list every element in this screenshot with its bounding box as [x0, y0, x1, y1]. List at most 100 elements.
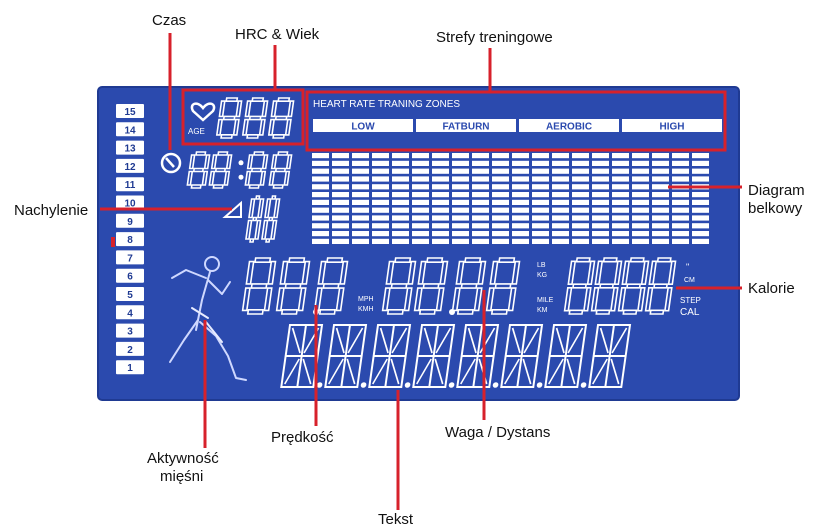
- label-waga-dystans: Waga / Dystans: [445, 424, 551, 441]
- speed-digit: [275, 257, 311, 315]
- text-segment-cell: [500, 324, 544, 388]
- distance-digit: [485, 257, 521, 315]
- text-segment-cell: [456, 324, 500, 388]
- distance-unit-mile: MILE: [537, 297, 554, 304]
- label-aktywnosc-2: mięśni: [160, 468, 204, 485]
- label-diagram-2: belkowy: [748, 200, 803, 217]
- callout-pointers: [100, 33, 742, 510]
- level-3: 3: [116, 323, 144, 338]
- svg-text:AEROBIC: AEROBIC: [546, 122, 592, 133]
- unit-inch: ": [686, 262, 689, 272]
- label-predkosc: Prędkość: [271, 429, 334, 446]
- svg-text:5: 5: [127, 290, 133, 301]
- calorie-digit: [563, 257, 596, 315]
- calorie-digit: [617, 257, 650, 315]
- svg-text:15: 15: [124, 107, 136, 118]
- bar-column: [492, 153, 509, 244]
- label-hrc-wiek: HRC & Wiek: [235, 26, 320, 43]
- zone-aerobic: AEROBIC: [519, 119, 619, 133]
- distance-unit-km: KM: [537, 307, 548, 314]
- bar-column: [552, 153, 569, 244]
- level-5: 5: [116, 287, 144, 301]
- bar-column: [612, 153, 629, 244]
- svg-text:LOW: LOW: [351, 122, 375, 133]
- time-digit: [186, 151, 211, 189]
- zones-frame: [305, 90, 727, 152]
- svg-text:11: 11: [125, 180, 136, 191]
- hr-digit: [267, 97, 295, 139]
- hr-digit: [215, 97, 243, 139]
- label-aktywnosc-1: Aktywność: [147, 450, 219, 467]
- svg-text:10: 10: [124, 199, 136, 210]
- incline-digit: [261, 195, 281, 243]
- level-12: 12: [116, 158, 144, 173]
- hr-digit: [241, 97, 269, 139]
- svg-text:13: 13: [124, 144, 136, 155]
- bar-column: [452, 153, 469, 244]
- calorie-digit: [644, 257, 677, 315]
- text-segment-cell: [588, 324, 632, 388]
- time-digit: [268, 151, 293, 189]
- level-7: 7: [116, 250, 144, 265]
- unit-cal: CAL: [680, 307, 700, 318]
- svg-text:1: 1: [127, 363, 133, 374]
- distance-digit: [381, 257, 417, 315]
- svg-text:9: 9: [127, 217, 133, 228]
- level-10: 10: [116, 195, 144, 210]
- label-kalorie: Kalorie: [748, 280, 795, 297]
- label-czas: Czas: [152, 12, 187, 29]
- text-segment-cell: [412, 324, 456, 388]
- level-9: 9: [116, 213, 144, 228]
- zone-high: HIGH: [622, 119, 722, 133]
- speed-unit-kmh: KMH: [358, 306, 374, 313]
- distance-digit: [413, 257, 449, 315]
- label-strefy: Strefy treningowe: [436, 29, 553, 46]
- bar-column: [312, 153, 329, 244]
- label-tekst: Tekst: [378, 511, 414, 528]
- weight-unit-kg: KG: [537, 272, 547, 279]
- time-digits: [186, 151, 293, 189]
- heart-rate-digits: [215, 97, 295, 139]
- text-segment-display: [280, 324, 632, 388]
- bar-column: [632, 153, 649, 244]
- svg-text:14: 14: [124, 125, 136, 136]
- label-nachylenie: Nachylenie: [14, 202, 89, 219]
- speed-unit-mph: MPH: [358, 296, 374, 303]
- calorie-digits: [563, 257, 677, 315]
- bar-column: [392, 153, 409, 244]
- stopwatch-icon: [160, 152, 182, 174]
- level-1: 1: [116, 360, 144, 375]
- zones-title: HEART RATE TRANING ZONES: [313, 99, 460, 110]
- unit-step: STEP: [680, 296, 701, 305]
- speed-digit: [241, 257, 277, 315]
- time-digit: [244, 151, 269, 189]
- age-label: AGE: [188, 127, 205, 136]
- level-2: 2: [116, 341, 144, 356]
- level-15: 15: [116, 104, 144, 118]
- svg-text:6: 6: [127, 272, 133, 283]
- distance-digits: [381, 257, 521, 315]
- bar-column: [512, 153, 529, 244]
- svg-text:4: 4: [127, 308, 133, 319]
- bar-column: [472, 153, 489, 244]
- speed-digit: [313, 257, 349, 315]
- level-11: 11: [116, 177, 144, 192]
- bar-column: [532, 153, 549, 244]
- incline-icon: [222, 200, 242, 218]
- heart-icon: [190, 102, 216, 122]
- distance-digit: [451, 257, 487, 315]
- time-digit: [208, 151, 233, 189]
- speed-digits: [241, 257, 349, 315]
- bar-column: [572, 153, 589, 244]
- incline-digits: [245, 195, 281, 243]
- bar-chart-grid: [312, 153, 709, 244]
- svg-text:2: 2: [127, 345, 133, 356]
- svg-text:HIGH: HIGH: [660, 122, 685, 133]
- bar-column: [592, 153, 609, 244]
- runner-icon: [169, 256, 247, 381]
- level-6: 6: [116, 268, 144, 283]
- zone-fatburn: FATBURN: [416, 119, 516, 133]
- bar-column: [372, 153, 389, 244]
- bar-column: [352, 153, 369, 244]
